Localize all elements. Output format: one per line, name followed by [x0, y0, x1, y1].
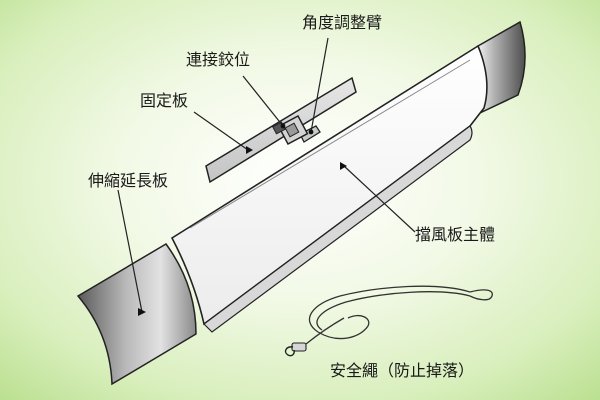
label-hinge: 連接鉸位 [186, 50, 250, 69]
leader-lines [117, 37, 416, 313]
carabiner-hook [284, 342, 307, 357]
rope-loop-inner [316, 291, 471, 331]
leader-main-body [343, 165, 416, 233]
rope-tail [305, 317, 345, 345]
label-fixing-plate: 固定板 [140, 91, 188, 110]
label-main-body: 擋風板主體 [415, 225, 495, 244]
label-safety-rope: 安全繩（防止掉落） [330, 361, 474, 380]
leader-dots [138, 123, 347, 316]
rope-loop [308, 285, 471, 340]
main-body-fold-line [189, 59, 471, 229]
main-body-lower-edge [203, 125, 473, 333]
leader-angle-arm [310, 37, 329, 133]
leader-fixing-plate [193, 111, 249, 151]
hinge-assembly [272, 114, 321, 146]
extension-plate [76, 243, 197, 386]
rope-end-right [469, 289, 493, 301]
label-extension-plate: 伸縮延長板 [88, 171, 168, 190]
label-angle-arm: 角度調整臂 [302, 13, 382, 32]
leader-hinge [242, 75, 284, 127]
leader-extension-plate [117, 189, 143, 313]
safety-rope [305, 285, 493, 345]
